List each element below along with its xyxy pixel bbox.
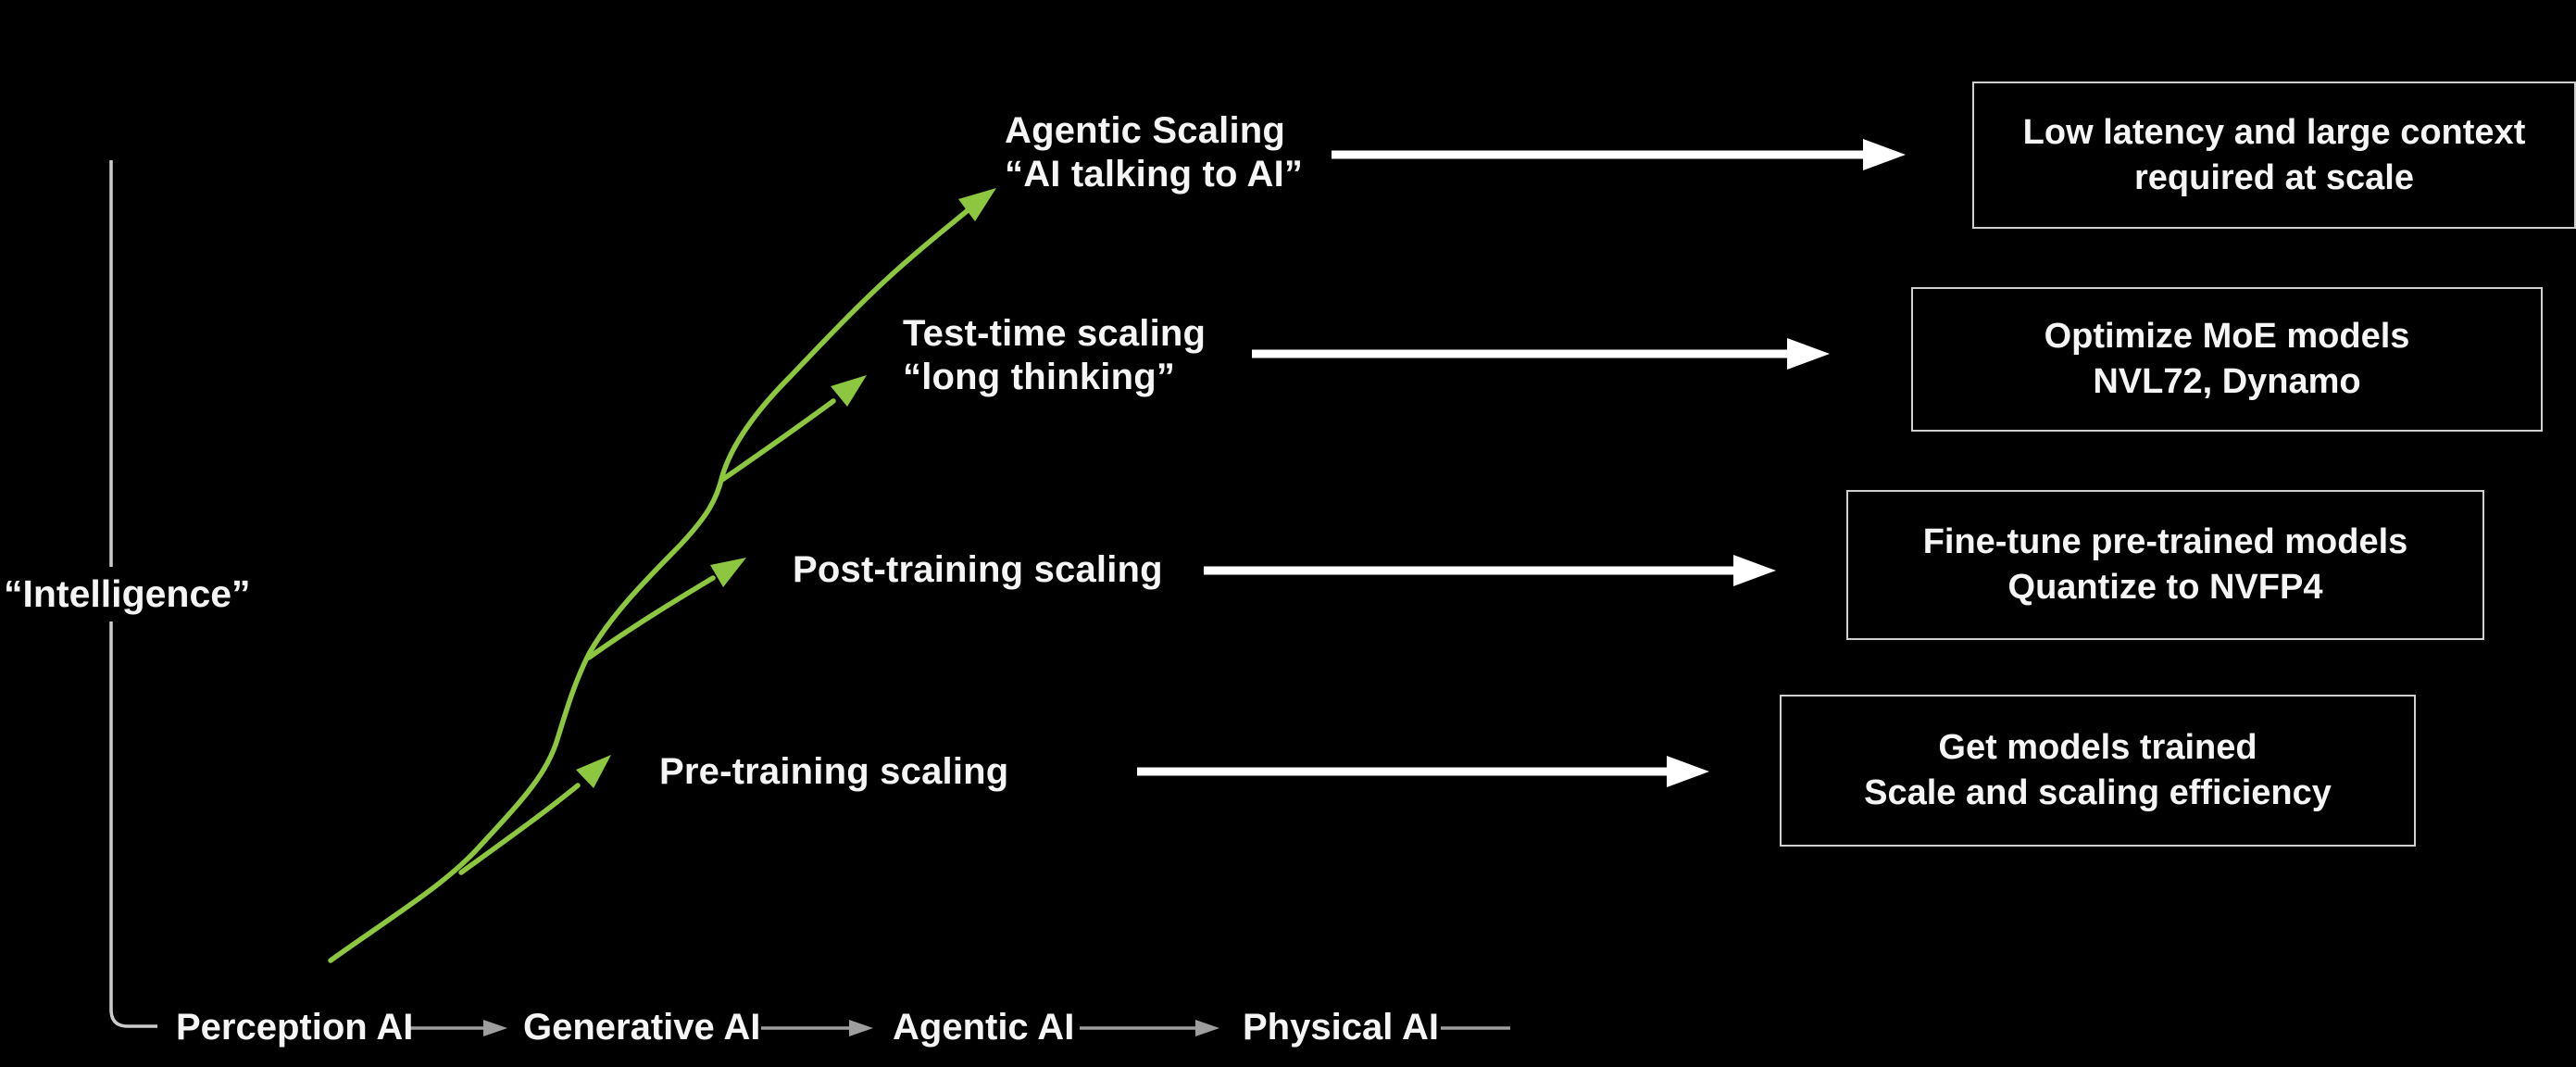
x-axis-label-generative-ai: Generative AI xyxy=(523,1007,761,1048)
outcome-testtime-line2: NVL72, Dynamo xyxy=(2093,362,2361,401)
outcome-posttraining-line1: Fine-tune pre-trained models xyxy=(1922,522,2408,561)
label-posttraining-scaling: Post-training scaling xyxy=(793,548,1163,592)
outcome-box-testtime: Optimize MoE models NVL72, Dynamo xyxy=(1911,287,2543,432)
agentic-scaling-subtitle: “AI talking to AI” xyxy=(1005,154,1304,195)
x-axis-label-physical-ai: Physical AI xyxy=(1243,1007,1439,1048)
xaxis-arrowhead-3-icon xyxy=(1195,1020,1219,1036)
xaxis-connector-1 xyxy=(408,1020,507,1036)
testtime-arrowhead-icon xyxy=(831,375,867,407)
posttraining-white-arrowhead-icon xyxy=(1733,555,1776,586)
outcome-box-pretraining: Get models trained Scale and scaling eff… xyxy=(1780,695,2416,847)
testtime-branch-curve xyxy=(719,398,836,483)
outcome-testtime-line1: Optimize MoE models xyxy=(2044,317,2410,356)
scaling-trunk-curve xyxy=(328,204,975,963)
label-testtime-scaling: Test-time scaling “long thinking” xyxy=(903,312,1206,399)
posttraining-arrowhead-icon xyxy=(710,558,746,587)
testtime-scaling-title: Test-time scaling xyxy=(903,313,1207,354)
pretraining-white-arrow xyxy=(1137,756,1709,787)
label-pretraining-scaling: Pre-training scaling xyxy=(659,750,1008,794)
agentic-arrowhead-icon xyxy=(958,188,996,221)
xaxis-arrowhead-1-icon xyxy=(483,1020,507,1036)
pretraining-arrowhead-icon xyxy=(576,755,611,788)
outcome-posttraining-line2: Quantize to NVFP4 xyxy=(2007,568,2323,607)
outcome-box-posttraining: Fine-tune pre-trained models Quantize to… xyxy=(1846,490,2484,640)
xaxis-arrowhead-2-icon xyxy=(849,1020,873,1036)
y-axis-label-intelligence: “Intelligence” xyxy=(0,567,262,621)
label-agentic-scaling: Agentic Scaling “AI talking to AI” xyxy=(1005,109,1303,196)
testtime-white-arrowhead-icon xyxy=(1787,338,1830,370)
outcome-pretraining-line2: Scale and scaling efficiency xyxy=(1864,773,2332,812)
outcome-box-agentic: Low latency and large context required a… xyxy=(1972,82,2576,229)
posttraining-scaling-title: Post-training scaling xyxy=(793,549,1163,590)
outcome-agentic-line2: required at scale xyxy=(2133,157,2415,197)
posttraining-branch-curve xyxy=(586,575,716,660)
agentic-scaling-title: Agentic Scaling xyxy=(1005,110,1286,151)
pretraining-white-arrowhead-icon xyxy=(1667,756,1709,787)
xaxis-connector-2 xyxy=(761,1020,873,1036)
agentic-white-arrow xyxy=(1332,139,1906,170)
pretraining-scaling-title: Pre-training scaling xyxy=(659,751,1009,792)
outcome-pretraining-line1: Get models trained xyxy=(1938,728,2257,767)
testtime-white-arrow xyxy=(1252,338,1830,370)
posttraining-white-arrow xyxy=(1204,555,1776,586)
x-axis-label-perception-ai: Perception AI xyxy=(176,1007,414,1048)
outcome-agentic-line1: Low latency and large context xyxy=(2022,112,2526,152)
intelligence-axis-line xyxy=(109,160,157,1028)
x-axis-label-agentic-ai: Agentic AI xyxy=(893,1007,1075,1048)
agentic-white-arrowhead-icon xyxy=(1863,139,1906,170)
xaxis-connector-3 xyxy=(1080,1020,1219,1036)
testtime-scaling-subtitle: “long thinking” xyxy=(903,357,1176,397)
pretraining-branch-curve xyxy=(458,783,581,875)
